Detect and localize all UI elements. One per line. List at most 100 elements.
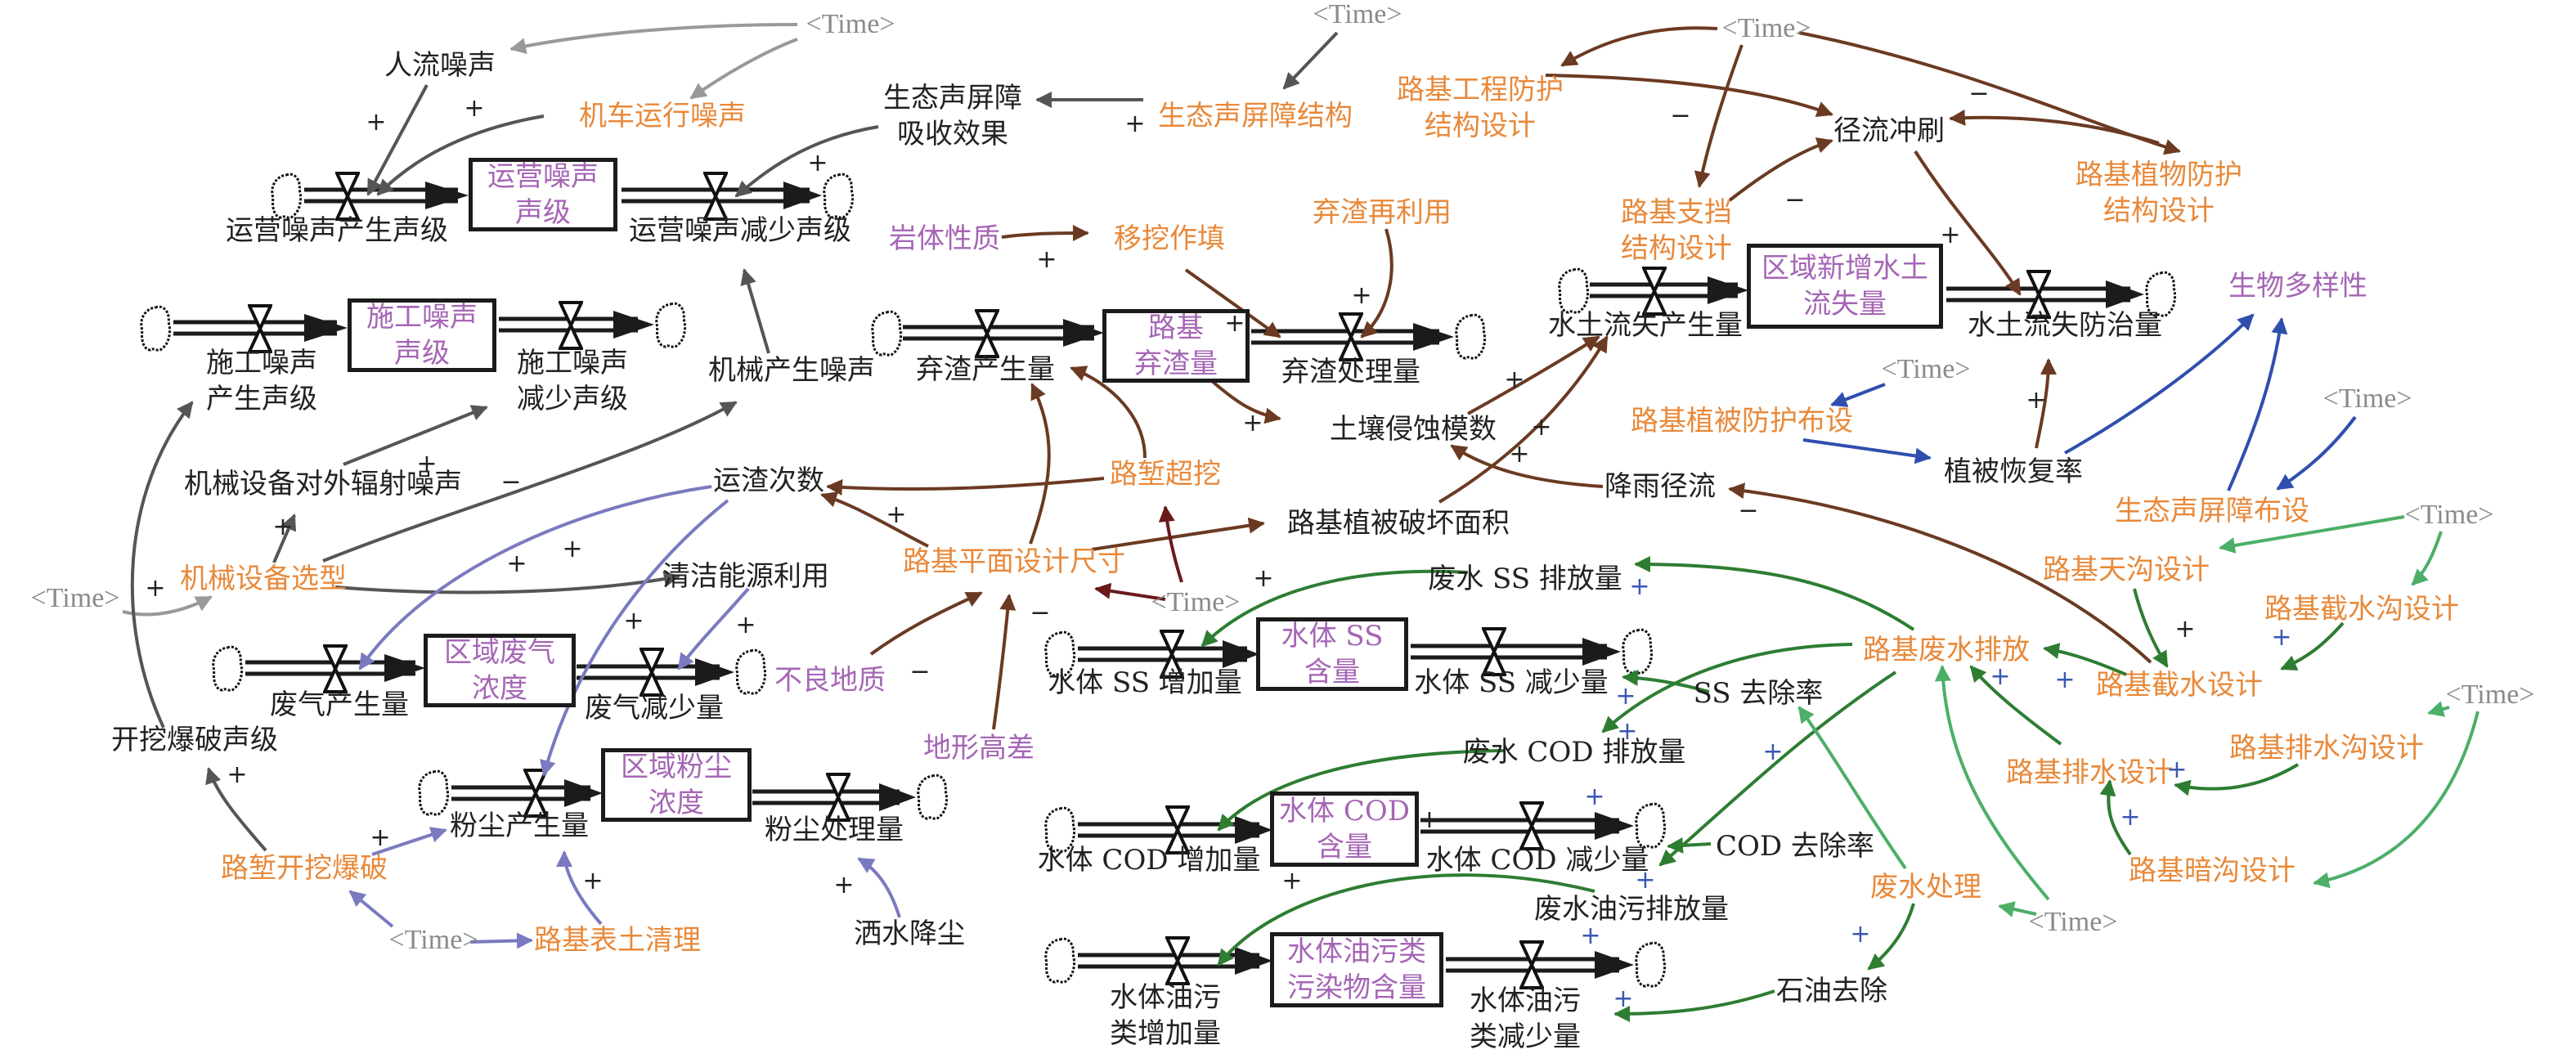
polarity-sign: + [1351,281,1372,310]
time-var-ditch: <Time> [2404,500,2494,530]
flow-arrowhead [304,314,348,342]
flow-arrowhead [879,783,916,811]
link-rain-runoff-erosion [1450,444,1604,488]
aux-vehicle-noise: 机车运行噪声 [579,100,746,132]
link-slag-stock-erosion [1210,379,1281,424]
flow-arrowhead [384,654,425,682]
flow-soil-loss-out: 水土流失防治量 [1968,309,2162,342]
link-intercept-discharge [2043,643,2127,676]
polarity-sign: − [1670,101,1691,130]
polarity-sign: + [272,513,294,541]
polarity-sign: − [1030,599,1051,627]
flow-oil-out: 水体油污 类减少量 [1470,984,1581,1053]
cloud-source-icon [1044,937,1076,984]
polarity-sign: + [1242,409,1263,437]
time-var-vegetation: <Time> [1881,354,1971,384]
link-cod-removal-cod-out [1667,836,1712,854]
polarity-sign: − [500,468,522,496]
link-time-ditch-top [2219,515,2405,554]
link-terrain-plan-size [992,594,1016,730]
stock-waste-slag: 路基 弃渣量 [1102,309,1250,383]
flow-dust-in: 粉尘产生量 [450,810,589,842]
stock-exhaust-gas: 区域废气 浓度 [424,634,576,707]
polarity-sign: + [735,611,756,639]
link-plan-size-slag-in [1029,383,1051,545]
polarity-sign: + [366,108,387,137]
aux-machine-selection: 机械设备选型 [180,563,347,595]
flow-arrowhead [1595,951,1634,979]
aux-cod-discharge: 废水 COD 排放量 [1462,736,1686,769]
link-cut-blasting-blast-noise [205,767,267,852]
flow-arrowhead [1595,812,1634,840]
flow-arrowhead [695,658,734,686]
aux-plant-protection: 路基植物防护 结构设计 [2076,159,2242,227]
link-plan-size-vegetation-damage [1091,517,1265,551]
flow-operation-noise-out: 运营噪声减少声级 [629,214,851,247]
polarity-sign: + [1617,717,1638,746]
flow-slag-out: 弃渣处理量 [1281,356,1420,388]
cloud-source-icon [271,173,303,219]
polarity-sign: + [1762,738,1784,766]
link-vegetation-layout-recovery [1802,438,1932,464]
valve-icon [1519,801,1544,850]
cloud-sink-icon [1622,628,1654,675]
flow-arrowheads [304,182,2144,979]
aux-topsoil-clearing: 路基表土清理 [534,924,701,957]
time-var-barrier: <Time> [1313,0,1402,29]
polarity-sign: + [833,871,855,899]
link-discharge-ss-discharge [1634,556,1915,631]
valve-icon [1519,940,1544,989]
link-runoff-scour-soil-loss-out [1914,150,2022,296]
cloud-sink-icon [655,302,687,348]
link-intercept-rain-runoff [1728,482,2152,664]
cloud-source-icon [871,310,903,357]
link-selection-machine-noise [322,401,738,563]
aux-drain-ditch: 路基排水沟设计 [2229,732,2424,765]
aux-ditch-top: 路基天沟设计 [2043,554,2210,586]
polarity-sign: + [623,607,644,635]
link-ditch-top-intercept [2133,588,2169,668]
time-var-blasting: <Time> [388,925,478,955]
flow-arrowhead [1582,638,1621,666]
polarity-sign: − [1968,79,1990,108]
polarity-sign: + [1580,922,1601,950]
link-barrier-absorption-op-noise-out [734,125,879,198]
polarity-sign: + [886,500,907,529]
polarity-sign: − [1784,186,1806,214]
flow-ss-in: 水体 SS 增加量 [1048,666,1242,699]
time-var-plan: <Time> [1151,587,1241,617]
flow-pipe [1078,953,1259,969]
aux-barrier-absorption: 生态声屏障 吸收效果 [883,82,1022,150]
valve-icon [335,172,360,221]
time-var-protection: <Time> [1721,13,1811,43]
link-radiation-construction-noise-out [343,405,488,466]
aux-vegetation-recovery: 植被恢复率 [1944,455,2083,488]
flow-pipe [1078,822,1259,838]
aux-barrier-layout: 生态声屏障布设 [2115,495,2309,527]
aux-machine-noise: 机械产生噪声 [708,354,875,387]
polarity-sign: + [807,149,828,177]
time-var-barrier-layout: <Time> [2322,383,2412,414]
flow-arrowhead [783,182,822,209]
link-time-discharge [1934,665,2050,901]
polarity-sign: + [416,450,438,478]
link-blast-construction-noise-in [130,401,194,729]
polarity-sign: + [562,535,583,563]
stock-soil-loss: 区域新增水土 流失量 [1747,244,1943,329]
polarity-sign: + [1281,867,1303,895]
polarity-sign: + [1124,110,1146,138]
cloud-source-icon [418,769,450,816]
polarity-sign: + [1615,682,1636,711]
link-bad-geology-plan-size [869,591,983,656]
flow-pipe [752,789,900,805]
link-plant-runoff-scour [1949,109,2160,145]
link-drain-design-discharge [1969,665,2062,746]
aux-plan-size: 路基平面设计尺寸 [903,545,1125,578]
stock-dust: 区域粉尘 浓度 [601,748,752,822]
aux-erosion-modulus: 土壤侵蚀模数 [1330,413,1497,446]
link-time-machine-selection [122,595,213,617]
stock-construction-noise: 施工噪声 声级 [348,298,496,372]
link-cod-discharge-cod-in [1217,749,1506,832]
